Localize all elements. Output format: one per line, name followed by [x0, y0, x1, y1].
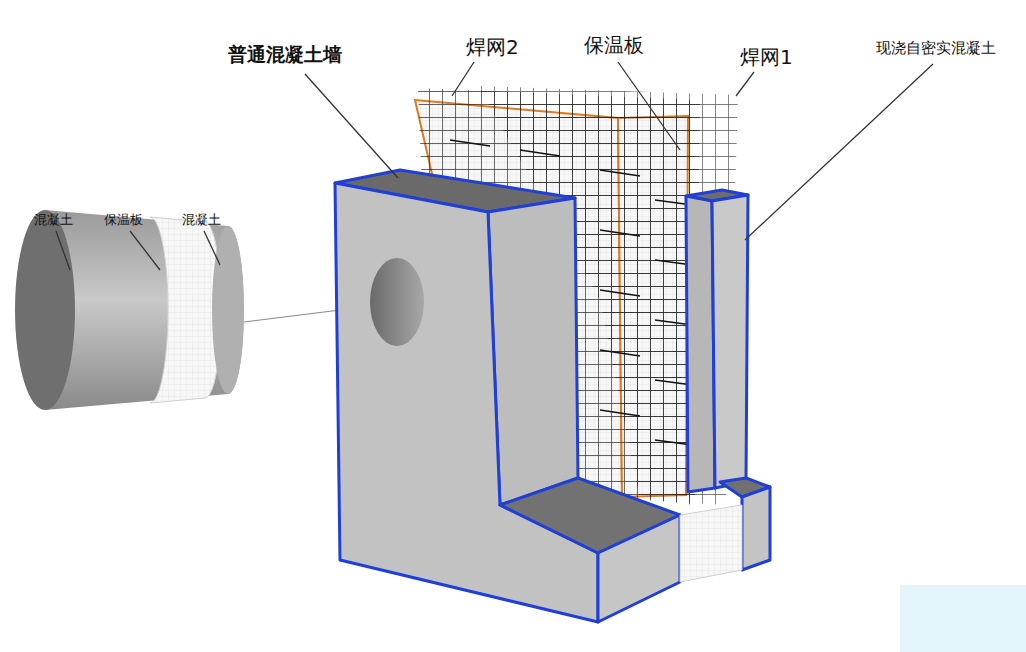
background-patch — [900, 585, 1026, 652]
sample-layer-label: 混凝土 — [34, 213, 73, 227]
welded-mesh-1 — [478, 86, 738, 505]
core-hole — [370, 258, 424, 346]
part-label: 现浇自密实混凝土 — [876, 40, 996, 57]
core-sample-cylinder — [15, 210, 244, 410]
part-label: 焊网2 — [466, 36, 519, 58]
part-label: 焊网1 — [740, 46, 793, 68]
part-label: 保温板 — [584, 34, 644, 56]
base-insulation — [680, 505, 742, 582]
ordinary-concrete-wall — [335, 170, 680, 622]
sample-layer-label: 保温板 — [104, 213, 143, 227]
part-label: 普通混凝土墙 — [228, 44, 342, 65]
leader-lines — [56, 62, 933, 270]
sample-layer-label: 混凝土 — [182, 213, 221, 227]
